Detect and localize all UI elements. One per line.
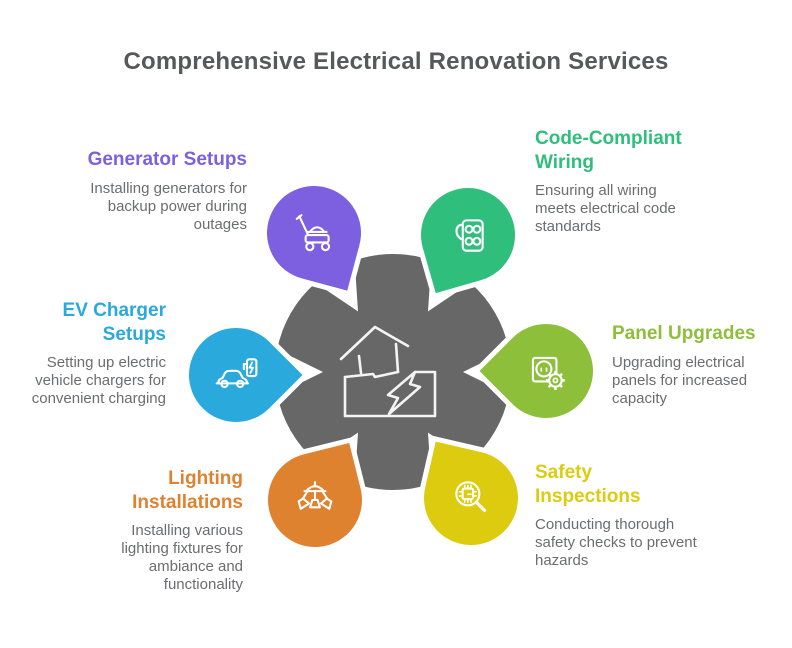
safety-pin-inner (424, 451, 518, 545)
wiring-pin (409, 176, 527, 294)
wiring-pin-inner (421, 188, 515, 282)
house-lightning-icon (339, 325, 437, 418)
power-strip-icon (455, 219, 484, 252)
lighting-pin-inner (268, 453, 362, 547)
code-compliant-wiring-description: Ensuring all wiring meets electrical cod… (535, 182, 676, 236)
ev-charger-setups-description: Setting up electric vehicle chargers for… (31, 354, 166, 408)
lighting-installations-description: Installing various lighting fixtures for… (121, 522, 243, 594)
safety-pin (414, 441, 528, 555)
panel-pin-inner (499, 324, 593, 418)
ev-pin (169, 308, 303, 442)
ev-pin-inner (189, 328, 283, 422)
generator-setups-heading: Generator Setups (87, 149, 247, 170)
lighting-installations-heading: Lighting Installations (132, 468, 243, 513)
service-safety-inspections: Safety Inspections Conducting thorough s… (535, 461, 730, 570)
panel-upgrades-heading: Panel Upgrades (612, 323, 756, 344)
service-generator-setups: Generator Setups Installing generators f… (29, 148, 247, 234)
safety-inspections-heading: Safety Inspections (535, 462, 641, 507)
page-title: Comprehensive Electrical Renovation Serv… (123, 48, 669, 75)
generator-pin-inner (267, 186, 361, 280)
safety-inspections-description: Conducting thorough safety checks to pre… (535, 516, 697, 570)
service-ev-charger-setups: EV Charger Setups Setting up electric ve… (6, 299, 166, 408)
service-lighting-installations: Lighting Installations Installing variou… (43, 467, 243, 594)
generator-icon (295, 214, 331, 252)
service-code-compliant-wiring: Code-Compliant Wiring Ensuring all wirin… (535, 127, 713, 236)
ceiling-light-icon (297, 481, 333, 510)
generator-setups-description: Installing generators for backup power d… (90, 179, 247, 233)
code-compliant-wiring-heading: Code-Compliant Wiring (535, 128, 682, 173)
panel-pin (479, 304, 613, 438)
ev-charger-setups-heading: EV Charger Setups (62, 300, 166, 345)
generator-pin (256, 175, 372, 291)
outlet-gear-icon (531, 356, 565, 390)
lighting-pin (258, 443, 372, 557)
magnifier-chip-icon (455, 481, 487, 513)
panel-upgrades-description: Upgrading electrical panels for increase… (612, 353, 748, 407)
service-panel-upgrades: Panel Upgrades Upgrading electrical pane… (612, 322, 792, 408)
ev-charger-icon (215, 358, 258, 389)
